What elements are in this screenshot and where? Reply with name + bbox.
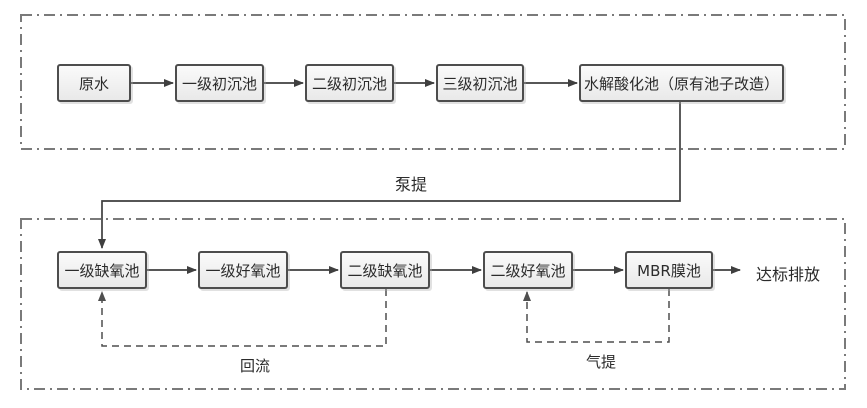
node-anoxic-1: 一级缺氧池	[57, 251, 147, 289]
node-raw-water: 原水	[57, 64, 131, 102]
label-air-lift: 气提	[585, 353, 616, 371]
node-primary-sedimentation-2: 二级初沉池	[305, 64, 394, 102]
label-reflux: 回流	[239, 357, 270, 375]
connector-air-lift	[523, 289, 670, 343]
stage2-boundary	[20, 218, 846, 390]
connector-reflux	[98, 289, 387, 347]
label-discharge: 达标排放	[755, 265, 820, 284]
node-anoxic-2: 二级缺氧池	[340, 251, 430, 289]
node-aerobic-2: 二级好氧池	[483, 251, 573, 289]
node-aerobic-1: 一级好氧池	[198, 251, 288, 289]
node-primary-sedimentation-3: 三级初沉池	[436, 64, 524, 102]
node-primary-sedimentation-1: 一级初沉池	[175, 64, 264, 102]
label-pump-lift: 泵提	[394, 175, 427, 194]
connector-pump-lift	[98, 102, 681, 249]
node-hydrolysis-acidification: 水解酸化池（原有池子改造）	[579, 64, 784, 102]
node-mbr-membrane-tank: MBR膜池	[625, 251, 713, 289]
stage1-boundary	[20, 14, 846, 150]
